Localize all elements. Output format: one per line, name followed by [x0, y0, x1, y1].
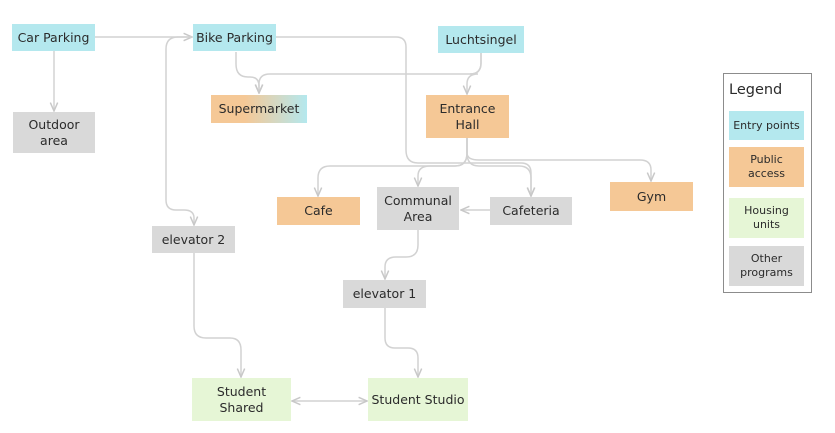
node-student-shared: Student Shared — [192, 378, 291, 421]
node-supermarket: Supermarket — [211, 95, 307, 123]
legend: Legend Entry points Public access Housin… — [723, 73, 812, 293]
edge-entrance-to-gym — [466, 138, 651, 181]
legend-title: Legend — [729, 82, 783, 98]
legend-item-housing-units: Housing units — [729, 198, 804, 238]
node-outdoor-area: Outdoor area — [13, 112, 95, 153]
edge-entrance-to-cafeteria — [466, 138, 531, 196]
node-cafeteria: Cafeteria — [490, 197, 572, 225]
node-elevator-2: elevator 2 — [152, 226, 235, 253]
node-elevator-1: elevator 1 — [343, 280, 426, 308]
node-cafe: Cafe — [277, 197, 360, 225]
node-bike-parking: Bike Parking — [193, 24, 276, 51]
node-gym: Gym — [610, 182, 693, 211]
node-car-parking: Car Parking — [12, 24, 95, 51]
edge-bike-to-supermarket — [235, 52, 259, 93]
node-student-studio: Student Studio — [368, 378, 468, 421]
node-luchtsingel: Luchtsingel — [438, 26, 524, 53]
legend-item-entry-points: Entry points — [729, 111, 804, 140]
node-entrance-hall: Entrance Hall — [426, 95, 509, 138]
edge-luchtsingel-to-entrance — [467, 53, 482, 94]
edge-communal-to-elevator1 — [385, 230, 419, 279]
edge-elevator1-to-studio — [384, 308, 418, 377]
edge-luchtsingel-to-supermarket — [259, 53, 482, 93]
edge-elevator2-to-shared — [193, 253, 241, 377]
edge-bike-to-elevator2 — [165, 36, 194, 225]
legend-item-public-access: Public access — [729, 147, 804, 187]
edge-entrance-to-communal — [418, 138, 468, 186]
legend-item-other-programs: Other programs — [729, 246, 804, 286]
edge-bike-to-cafeteria — [276, 36, 531, 196]
node-communal-area: Communal Area — [377, 187, 459, 230]
